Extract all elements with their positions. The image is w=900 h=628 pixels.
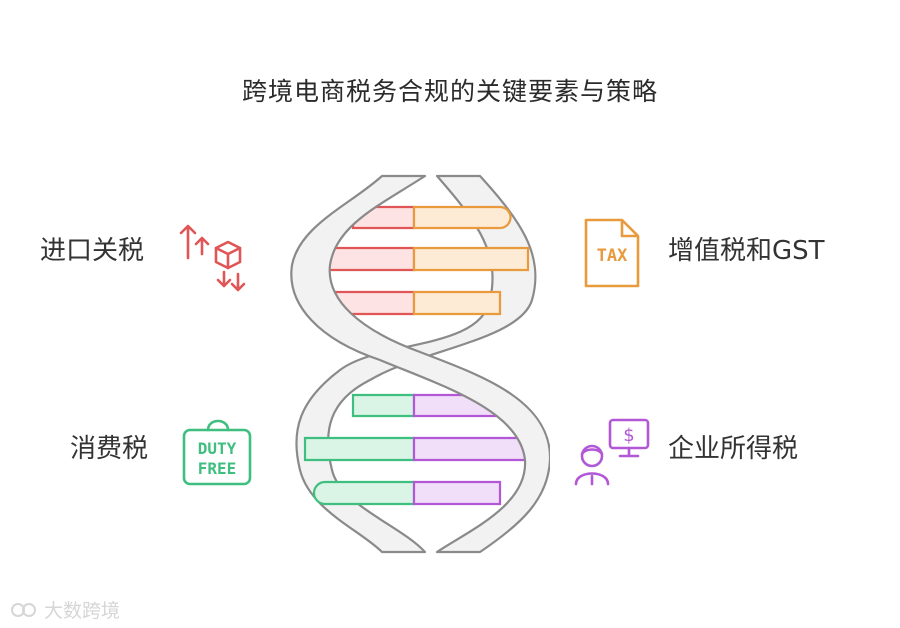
diagram-title: 跨境电商税务合规的关键要素与策略 (241, 77, 658, 106)
duty-icon-text-1: DUTY (198, 439, 237, 458)
watermark-logo-icon (11, 602, 36, 617)
person-dollar-screen-icon: $ (574, 418, 650, 486)
package-arrows-icon (179, 224, 246, 292)
label-consumption-tax: 消费税 (70, 434, 149, 464)
rung (306, 246, 530, 272)
tax-document-icon: TAX (584, 218, 640, 288)
helix-back-strands (295, 174, 537, 554)
dollar-sign-text: $ (623, 425, 634, 446)
tax-icon-text: TAX (597, 246, 628, 266)
label-vat-gst: 增值税和GST (668, 236, 825, 266)
watermark: 大数跨境 (10, 596, 120, 623)
helix-front-strands (290, 174, 550, 554)
rung (312, 480, 502, 506)
rung (351, 205, 512, 230)
duty-icon-text-2: FREE (198, 459, 237, 478)
label-corporate-tax: 企业所得税 (668, 434, 799, 464)
watermark-text: 大数跨境 (44, 600, 121, 622)
rung (303, 436, 532, 462)
label-import-duty: 进口关税 (40, 236, 145, 266)
dna-helix-graphic (290, 174, 550, 554)
duty-free-bag-icon: DUTY FREE (182, 419, 252, 486)
